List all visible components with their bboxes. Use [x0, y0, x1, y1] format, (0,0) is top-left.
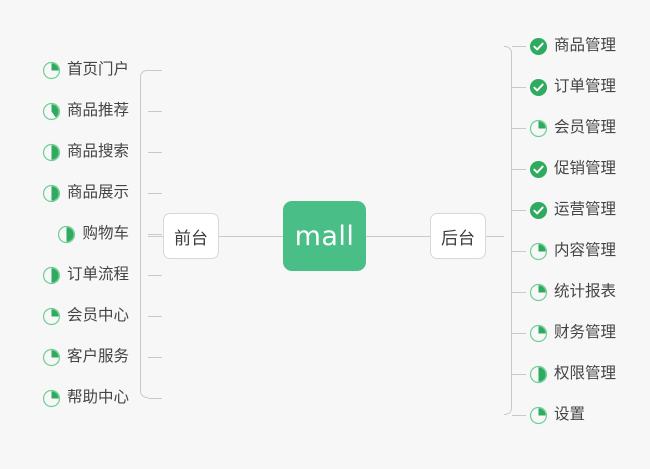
- pie-progress-icon: [42, 348, 61, 367]
- pie-progress-icon: [529, 242, 548, 261]
- leaf-item-label: 促销管理: [554, 159, 617, 178]
- connector-front-to-center: [219, 236, 283, 237]
- pie-progress-icon: [42, 61, 61, 80]
- leaf-item-内容管理[interactable]: 内容管理: [529, 239, 616, 263]
- branch-node-back-label: 后台: [441, 228, 475, 249]
- check-circle-icon: [529, 160, 548, 179]
- leaf-item-财务管理[interactable]: 财务管理: [529, 321, 616, 345]
- pie-progress-icon: [529, 406, 548, 425]
- leaf-item-商品展示[interactable]: 商品展示: [42, 181, 129, 205]
- connector-right-stub-运营管理: [512, 210, 526, 211]
- connector-left-stub-帮助中心: [148, 398, 162, 399]
- pie-progress-icon: [42, 389, 61, 408]
- connector-right-stub-订单管理: [512, 87, 526, 88]
- pie-progress-icon: [42, 307, 61, 326]
- check-circle-icon: [529, 37, 548, 56]
- connector-right-stub-促销管理: [512, 169, 526, 170]
- leaf-item-label: 统计报表: [554, 282, 617, 301]
- check-circle-icon: [529, 201, 548, 220]
- leaf-item-label: 首页门户: [66, 60, 129, 79]
- leaf-item-label: 帮助中心: [66, 388, 129, 407]
- leaf-item-label: 财务管理: [554, 323, 617, 342]
- leaf-item-会员中心[interactable]: 会员中心: [42, 304, 129, 328]
- leaf-item-会员管理[interactable]: 会员管理: [529, 116, 616, 140]
- leaf-item-订单管理[interactable]: 订单管理: [529, 75, 616, 99]
- connector-right-stub-会员管理: [512, 128, 526, 129]
- pie-progress-icon: [42, 266, 61, 285]
- leaf-item-帮助中心[interactable]: 帮助中心: [42, 386, 129, 410]
- leaf-item-label: 商品搜索: [66, 142, 129, 161]
- pie-progress-icon: [529, 119, 548, 138]
- leaf-item-label: 会员管理: [554, 118, 617, 137]
- leaf-item-商品推荐[interactable]: 商品推荐: [42, 99, 129, 123]
- leaf-item-label: 订单流程: [66, 265, 129, 284]
- center-node-label: mall: [294, 220, 355, 252]
- connector-left-stub-商品推荐: [148, 111, 162, 112]
- leaf-item-label: 客户服务: [66, 347, 129, 366]
- leaf-item-label: 权限管理: [554, 364, 617, 383]
- connector-right-stub-权限管理: [512, 374, 526, 375]
- connector-left-stub-购物车: [148, 234, 162, 235]
- connector-center-to-back: [366, 236, 430, 237]
- connector-left-stub-客户服务: [148, 357, 162, 358]
- connector-left-stub-商品搜索: [148, 152, 162, 153]
- leaf-item-label: 订单管理: [554, 77, 617, 96]
- leaf-item-label: 运营管理: [554, 200, 617, 219]
- connector-back-stub: [486, 236, 504, 237]
- leaf-item-label: 设置: [554, 405, 586, 424]
- connector-right-stub-设置: [512, 415, 526, 416]
- leaf-item-权限管理[interactable]: 权限管理: [529, 362, 616, 386]
- leaf-item-商品搜索[interactable]: 商品搜索: [42, 140, 129, 164]
- pie-progress-icon: [42, 143, 61, 162]
- connector-left-stub-商品展示: [148, 193, 162, 194]
- leaf-item-首页门户[interactable]: 首页门户: [42, 58, 129, 82]
- leaf-item-统计报表[interactable]: 统计报表: [529, 280, 616, 304]
- leaf-item-label: 商品推荐: [66, 101, 129, 120]
- right-spine: [504, 46, 512, 415]
- center-node-mall[interactable]: mall: [283, 201, 366, 271]
- connector-right-stub-统计报表: [512, 292, 526, 293]
- pie-progress-icon: [529, 365, 548, 384]
- branch-node-front-label: 前台: [174, 228, 208, 249]
- connector-left-stub-首页门户: [148, 70, 162, 71]
- connector-right-stub-财务管理: [512, 333, 526, 334]
- branch-node-back[interactable]: 后台: [430, 213, 486, 259]
- leaf-item-label: 商品展示: [66, 183, 129, 202]
- leaf-item-设置[interactable]: 设置: [529, 403, 585, 427]
- leaf-item-label: 商品管理: [554, 36, 617, 55]
- leaf-item-商品管理[interactable]: 商品管理: [529, 34, 616, 58]
- branch-node-front[interactable]: 前台: [163, 213, 219, 259]
- leaf-item-运营管理[interactable]: 运营管理: [529, 198, 616, 222]
- leaf-item-label: 内容管理: [554, 241, 617, 260]
- pie-progress-icon: [57, 225, 76, 244]
- check-circle-icon: [529, 78, 548, 97]
- leaf-item-label: 购物车: [82, 224, 129, 243]
- connector-left-stub-订单流程: [148, 275, 162, 276]
- leaf-item-客户服务[interactable]: 客户服务: [42, 345, 129, 369]
- left-spine: [140, 70, 148, 398]
- connector-left-stub-会员中心: [148, 316, 162, 317]
- pie-progress-icon: [42, 184, 61, 203]
- connector-right-stub-商品管理: [512, 46, 526, 47]
- leaf-item-订单流程[interactable]: 订单流程: [42, 263, 129, 287]
- connector-front-stub: [148, 236, 163, 237]
- pie-progress-icon: [529, 324, 548, 343]
- pie-progress-icon: [42, 102, 61, 121]
- leaf-item-购物车[interactable]: 购物车: [57, 222, 129, 246]
- leaf-item-label: 会员中心: [66, 306, 129, 325]
- pie-progress-icon: [529, 283, 548, 302]
- leaf-item-促销管理[interactable]: 促销管理: [529, 157, 616, 181]
- connector-right-stub-内容管理: [512, 251, 526, 252]
